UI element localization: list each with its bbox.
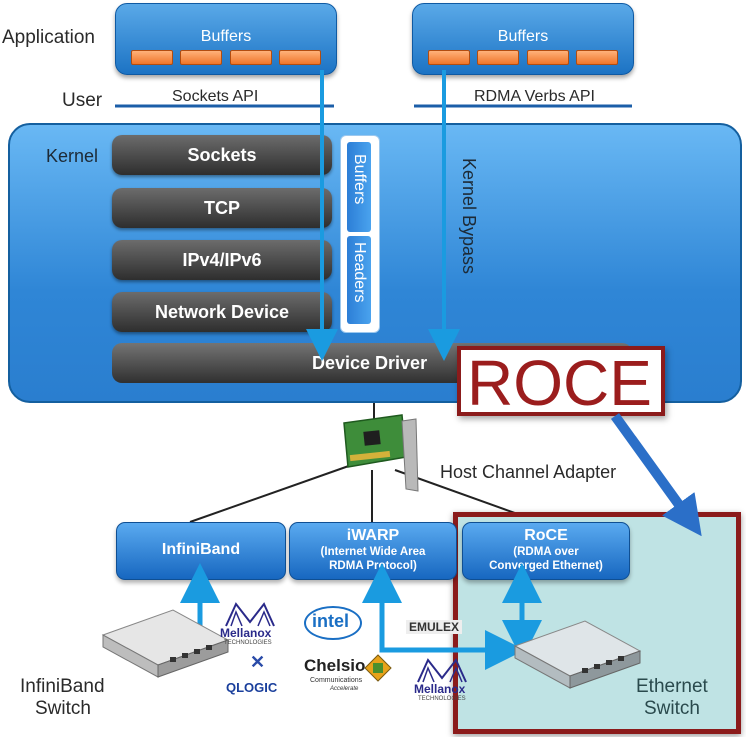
- app-buffers-right-title: Buffers: [497, 28, 549, 45]
- mellanox-logo-icon: [225, 602, 275, 627]
- buffer-cell: [477, 50, 519, 65]
- buffer-cell: [230, 50, 272, 65]
- mellanox-logo-text: Mellanox: [220, 626, 272, 640]
- iwarp-title: iWARP: [346, 527, 400, 544]
- ethernet-switch-label-2: Switch: [644, 698, 700, 719]
- intel-logo: intel: [304, 606, 362, 640]
- app-buffers-right: Buffers: [412, 3, 634, 75]
- chelsio-logo-sub-1: Communications: [310, 677, 363, 684]
- infiniband-switch-label-2: Switch: [35, 698, 91, 719]
- rdma-verbs-api-label: RDMA Verbs API: [474, 88, 595, 105]
- roce-callout: ROCE: [457, 346, 665, 419]
- buffer-cell: [527, 50, 569, 65]
- buffer-cell: [180, 50, 222, 65]
- stack-layer-ip: IPv4/IPv6: [112, 240, 332, 280]
- buffer-cell: [576, 50, 618, 65]
- device-driver-label: Device Driver: [312, 353, 428, 373]
- buffer-cell: [428, 50, 470, 65]
- qlogic-logo-text: QLOGIC: [226, 680, 278, 695]
- buffer-cell: [131, 50, 173, 65]
- hca-label: Host Channel Adapter: [440, 462, 617, 482]
- iwarp-path: [379, 592, 495, 653]
- chelsio-logo-sub-2: Accelerate: [330, 686, 359, 692]
- label-application: Application: [2, 27, 95, 48]
- side-buffers: Buffers: [347, 142, 371, 232]
- label-user: User: [62, 90, 103, 111]
- infiniband-switch-label-1: InfiniBand: [20, 676, 105, 697]
- mellanox-logo-2-text: Mellanox: [414, 682, 466, 696]
- stack-layer-tcp: TCP: [112, 188, 332, 228]
- roce-title: RoCE: [524, 527, 568, 544]
- kernel-bypass-label: Kernel Bypass: [459, 158, 479, 275]
- stack-layer-network-device: Network Device: [112, 292, 332, 332]
- mellanox-logo-sub: TECHNOLOGIES: [224, 640, 272, 646]
- intel-logo-text: intel: [312, 611, 350, 631]
- buffer-cell: [279, 50, 321, 65]
- roce-callout-text: ROCE: [467, 347, 652, 419]
- infiniband-switch-icon: [101, 609, 230, 678]
- ethernet-switch-icon: [513, 620, 642, 689]
- hca-card-icon: [343, 414, 419, 492]
- iwarp-sub-1: (Internet Wide Area: [320, 546, 426, 558]
- chelsio-logo-text: Chelsio: [304, 656, 366, 675]
- mellanox-logo-2-icon: [417, 658, 467, 683]
- side-buffers-label: Buffers: [351, 154, 368, 205]
- sockets-api-label: Sockets API: [172, 88, 259, 105]
- ethernet-switch-label-1: Ethernet: [636, 676, 708, 697]
- mellanox-logo-2-sub: TECHNOLOGIES: [418, 696, 466, 702]
- stack-layer-sockets: Sockets: [112, 135, 332, 175]
- label-kernel: Kernel: [46, 146, 99, 166]
- app-buffers-left: Buffers: [115, 3, 337, 75]
- side-headers-label: Headers: [351, 242, 368, 303]
- roce-sub-1: (RDMA over: [513, 546, 579, 558]
- emulex-logo-text: EMULEX: [406, 620, 463, 634]
- chelsio-chip-icon: [364, 654, 392, 682]
- side-headers: Headers: [347, 236, 371, 324]
- app-buffers-left-title: Buffers: [200, 28, 252, 45]
- infiniband-title: InfiniBand: [161, 541, 241, 558]
- qlogic-symbol-icon: ✕: [250, 652, 266, 672]
